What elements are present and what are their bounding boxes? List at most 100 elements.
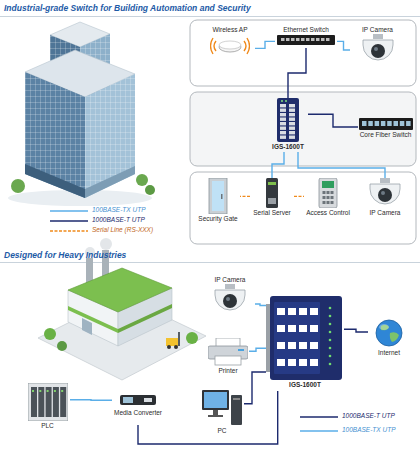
- symbol-part: [277, 325, 285, 332]
- symbol-part: [380, 121, 385, 126]
- media-converter-node: Media Converter: [112, 392, 164, 425]
- legend-sample: [300, 414, 338, 420]
- network-cable: [344, 329, 368, 332]
- device-symbol: [266, 296, 344, 380]
- camera-node: IP Camera: [360, 178, 410, 224]
- device-symbol: [264, 178, 280, 208]
- legend-line: [50, 210, 88, 212]
- network-cable: [70, 399, 112, 401]
- symbol-part: [286, 38, 290, 41]
- symbol-part: [329, 331, 332, 334]
- symbol-part: [289, 109, 295, 112]
- tree: [11, 179, 25, 193]
- symbol-part: [274, 302, 320, 374]
- device-icon: [28, 383, 68, 421]
- symbol-part: [370, 184, 400, 204]
- device-icon: [208, 338, 248, 366]
- factory-door: [82, 318, 92, 335]
- symbol-part: [329, 355, 332, 358]
- title-rule: [0, 262, 420, 263]
- symbol-part: [310, 308, 318, 315]
- symbol-part: [280, 113, 286, 116]
- device-icon: [210, 284, 250, 314]
- legend-item: 1000BASE-T UTP: [50, 216, 145, 225]
- symbol-part: [277, 35, 335, 45]
- symbol-part: [225, 284, 235, 289]
- symbol-part: [299, 342, 307, 349]
- camera-node: IP Camera: [205, 276, 255, 316]
- device-symbol: [277, 34, 335, 46]
- factory-band: [68, 306, 118, 333]
- device-label: Internet: [368, 349, 410, 356]
- switch-node: Ethernet Switch: [275, 26, 337, 48]
- legend-text: 100BASE-TX UTP: [92, 207, 145, 214]
- symbol-part: [277, 308, 285, 315]
- symbol-part: [268, 182, 276, 185]
- camera-node: IP Camera: [350, 26, 405, 66]
- symbol-part: [329, 315, 332, 318]
- zone-frame: [190, 172, 416, 244]
- symbol-part: [61, 390, 63, 392]
- symbol-part: [288, 325, 296, 332]
- legend-item: 100BASE-TX UTP: [50, 206, 145, 215]
- legend-sample: [300, 428, 338, 434]
- symbol-part: [280, 104, 286, 107]
- symbol-part: [280, 109, 286, 112]
- tree: [145, 185, 155, 195]
- symbol-part: [359, 118, 413, 130]
- symbol-part: [219, 41, 241, 49]
- industrial-switch-node: IGS-1600T: [266, 296, 344, 391]
- symbol-part: [281, 100, 283, 102]
- device-icon: [202, 390, 242, 426]
- device-icon: [372, 318, 406, 348]
- forklift-mast: [178, 332, 180, 346]
- symbol-part: [311, 38, 315, 41]
- symbol-part: [53, 390, 55, 392]
- symbol-part: [301, 38, 305, 41]
- symbol-part: [373, 34, 383, 39]
- symbol-part: [289, 122, 295, 125]
- symbol-part: [288, 359, 296, 366]
- device-symbol: [202, 390, 242, 426]
- symbol-part: [374, 47, 378, 51]
- legend-text: 1000BASE-T UTP: [92, 217, 145, 224]
- device-symbol: [359, 118, 413, 130]
- forklift-wheel: [174, 345, 178, 349]
- industrial-switch-node: IGS-1600T: [268, 98, 308, 152]
- symbol-part: [289, 118, 295, 121]
- legend-item: 100BASE-TX UTP: [300, 426, 395, 435]
- symbol-part: [316, 38, 320, 41]
- device-label: PLC: [25, 422, 70, 429]
- legend-text: 100BASE-TX UTP: [342, 427, 395, 434]
- device-symbol: [28, 383, 68, 421]
- symbol-part: [281, 38, 285, 41]
- symbol-part: [289, 136, 295, 139]
- symbol-part: [310, 342, 318, 349]
- device-symbol: [365, 178, 405, 208]
- symbol-part: [289, 104, 295, 107]
- device-label: IP Camera: [350, 26, 405, 33]
- symbol-part: [277, 98, 299, 142]
- symbol-part: [45, 387, 51, 417]
- symbol-part: [238, 349, 244, 351]
- symbol-part: [280, 131, 286, 134]
- symbol-part: [52, 387, 58, 417]
- serial-server-node: Serial Server: [250, 178, 294, 224]
- symbol-part: [368, 121, 373, 126]
- device-label: IP Camera: [205, 276, 255, 283]
- symbol-part: [323, 201, 326, 204]
- device-symbol: [372, 318, 406, 348]
- symbol-part: [291, 38, 295, 41]
- symbol-part: [266, 178, 278, 208]
- device-symbol: [207, 178, 229, 214]
- network-cable: [138, 391, 278, 444]
- symbol-part: [28, 383, 68, 421]
- symbol-part: [296, 38, 300, 41]
- symbol-part: [329, 339, 332, 342]
- symbol-part: [406, 121, 411, 126]
- device-symbol: [358, 34, 398, 64]
- device-icon: [358, 34, 398, 64]
- symbol-part: [289, 127, 295, 130]
